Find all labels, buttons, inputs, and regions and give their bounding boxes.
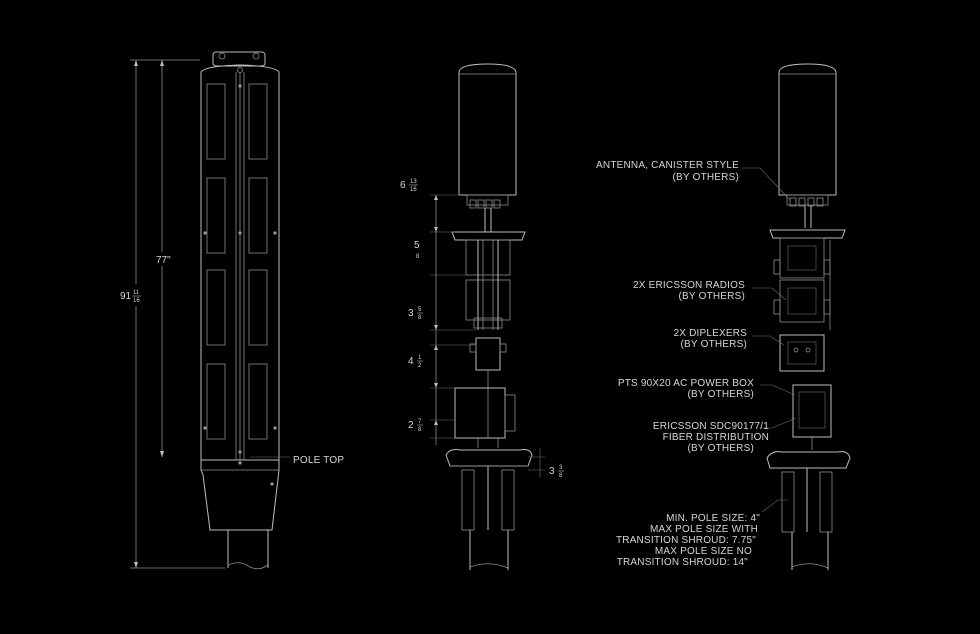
- middle-elevation: 6 13 16 5 8 3 5 8 4 1 2: [396, 63, 564, 570]
- svg-text:1: 1: [418, 355, 422, 361]
- svg-text:ANTENNA, CANISTER STYLE: ANTENNA, CANISTER STYLE: [596, 160, 739, 171]
- dim-2-7-8: 2 7 8: [408, 419, 423, 433]
- upper-height-value: 77": [156, 255, 171, 266]
- svg-text:3: 3: [408, 308, 414, 319]
- svg-text:MAX POLE SIZE NO: MAX POLE SIZE NO: [655, 546, 752, 557]
- callout-power-box: PTS 90X20 AC POWER BOX (BY OTHERS): [618, 378, 754, 400]
- right-power-box: [792, 384, 832, 450]
- dim-4-1-2: 4 1 2: [408, 355, 423, 369]
- right-antenna-canister: [778, 63, 837, 228]
- svg-text:8: 8: [418, 427, 422, 433]
- shroud-body: [200, 51, 280, 570]
- mid-dimension-chain: 6 13 16 5 8 3 5 8 4 1 2: [396, 175, 564, 479]
- left-elevation: 91 11 16 77": [118, 51, 344, 570]
- svg-text:6: 6: [400, 180, 406, 191]
- svg-text:8: 8: [559, 473, 563, 479]
- upper-height-dimension: 77": [152, 60, 176, 457]
- svg-text:3: 3: [549, 466, 555, 477]
- right-elevation: ANTENNA, CANISTER STYLE (BY OTHERS) 2X E…: [596, 63, 851, 570]
- svg-text:16: 16: [410, 187, 417, 193]
- svg-text:13: 13: [410, 179, 417, 185]
- svg-text:PTS 90X20 AC POWER BOX: PTS 90X20 AC POWER BOX: [618, 378, 754, 389]
- overall-height-frac-den: 16: [133, 298, 140, 304]
- svg-text:ERICSSON SDC90177/1: ERICSSON SDC90177/1: [653, 421, 769, 432]
- overall-height-frac-num: 11: [133, 290, 140, 296]
- svg-text:8: 8: [416, 254, 420, 260]
- svg-text:(BY OTHERS): (BY OTHERS): [673, 172, 739, 183]
- dim-6-13-16: 6 13 16: [396, 175, 426, 193]
- svg-text:2: 2: [418, 363, 422, 369]
- mid-lower-bracket: [445, 449, 533, 570]
- svg-text:7: 7: [418, 419, 422, 425]
- svg-text:FIBER DISTRIBUTION: FIBER DISTRIBUTION: [663, 432, 769, 443]
- right-diplexer: [779, 334, 825, 372]
- svg-text:3: 3: [559, 465, 563, 471]
- svg-text:(BY OTHERS): (BY OTHERS): [679, 291, 745, 302]
- svg-text:MAX POLE SIZE WITH: MAX POLE SIZE WITH: [650, 524, 758, 535]
- callout-antenna: ANTENNA, CANISTER STYLE (BY OTHERS): [596, 160, 739, 183]
- dim-5-8: 5 8: [414, 240, 420, 260]
- dim-3-3-8: 3 3 8: [549, 465, 564, 479]
- pole-top-callout: POLE TOP: [250, 455, 344, 466]
- mid-radio-stack: [451, 231, 526, 330]
- svg-text:2X DIPLEXERS: 2X DIPLEXERS: [673, 328, 747, 339]
- pole-top-label: POLE TOP: [293, 455, 344, 466]
- overall-height-whole: 91: [120, 291, 132, 302]
- svg-text:TRANSITION SHROUD: 14": TRANSITION SHROUD: 14": [617, 557, 749, 568]
- svg-text:8: 8: [418, 315, 422, 321]
- pole-size-notes: MIN. POLE SIZE: 4" MAX POLE SIZE WITH TR…: [616, 513, 760, 568]
- mid-power-box: [454, 387, 516, 448]
- svg-text:(BY OTHERS): (BY OTHERS): [688, 389, 754, 400]
- svg-text:(BY OTHERS): (BY OTHERS): [681, 339, 747, 350]
- svg-text:2: 2: [408, 420, 414, 431]
- svg-text:(BY OTHERS): (BY OTHERS): [688, 443, 754, 454]
- svg-text:5: 5: [414, 240, 420, 251]
- svg-text:2X ERICSSON RADIOS: 2X ERICSSON RADIOS: [633, 280, 745, 291]
- callout-leaders: [742, 167, 797, 513]
- svg-text:4: 4: [408, 356, 414, 367]
- mid-antenna-canister: [458, 63, 517, 232]
- svg-text:TRANSITION SHROUD: 7.75": TRANSITION SHROUD: 7.75": [616, 535, 756, 546]
- mid-diplexer: [469, 337, 507, 388]
- right-radio-stack: [769, 229, 846, 330]
- overall-height-dimension: 91 11 16: [118, 59, 225, 569]
- callout-diplexers: 2X DIPLEXERS (BY OTHERS): [673, 328, 747, 350]
- callout-radios: 2X ERICSSON RADIOS (BY OTHERS): [633, 280, 745, 302]
- right-lower-bracket: [766, 451, 851, 570]
- svg-text:5: 5: [418, 307, 422, 313]
- svg-text:MIN. POLE SIZE: 4": MIN. POLE SIZE: 4": [666, 513, 760, 524]
- dim-3-5-8: 3 5 8: [408, 307, 423, 321]
- callout-fiber-distribution: ERICSSON SDC90177/1 FIBER DISTRIBUTION (…: [653, 421, 769, 454]
